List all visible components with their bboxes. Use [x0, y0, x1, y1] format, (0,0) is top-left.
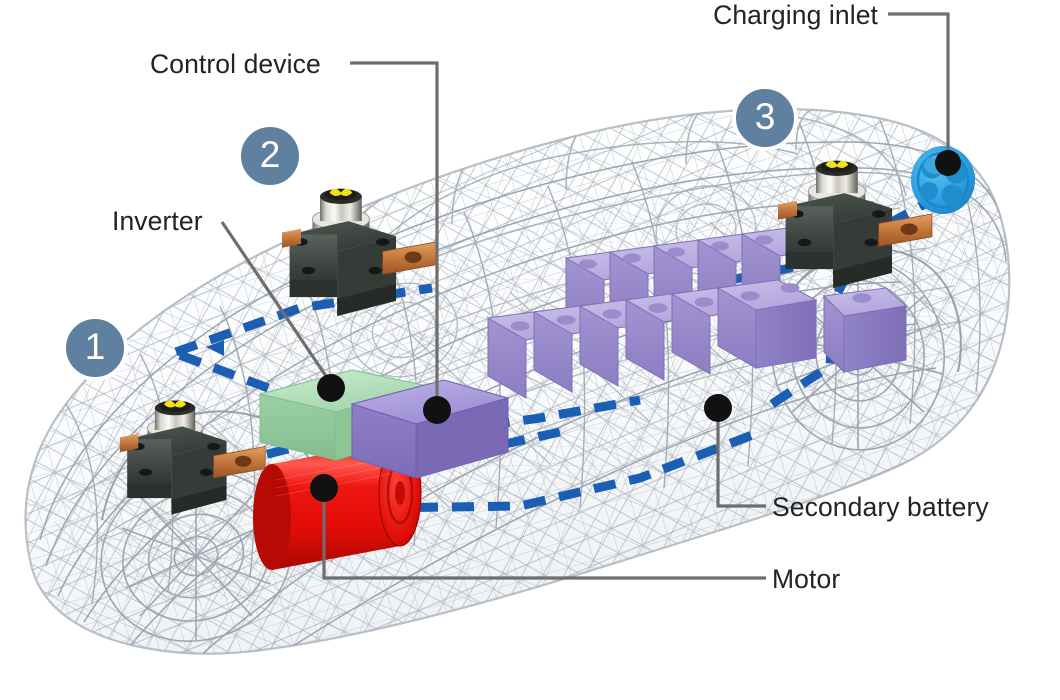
label-control-device: Control device	[150, 49, 321, 79]
badge-3[interactable]: 3	[732, 85, 798, 151]
badge-1[interactable]: 1	[62, 315, 128, 381]
leader-dot-control-device	[423, 396, 451, 424]
current-sensor-3[interactable]	[778, 160, 933, 289]
secondary-battery-pack[interactable]	[486, 225, 908, 399]
leader-inverter	[220, 221, 332, 383]
leader-secondary-battery	[716, 410, 766, 508]
current-sensor-2[interactable]	[282, 188, 437, 317]
label-motor: Motor	[772, 564, 841, 594]
battery-cell	[716, 279, 818, 369]
label-secondary-battery: Secondary battery	[772, 492, 989, 522]
leader-endpoint-dots	[310, 150, 961, 502]
motor-cylinder[interactable]	[253, 439, 422, 570]
inlet-pin	[920, 182, 938, 200]
leader-charging-inlet	[888, 12, 950, 162]
cable-arrow-marker	[206, 340, 224, 356]
leader-dot-secondary-battery	[704, 394, 732, 422]
leader-motor	[322, 490, 766, 580]
leader-control-device	[350, 61, 439, 400]
inlet-pin	[941, 184, 963, 206]
battery-cell	[822, 287, 908, 374]
label-charging-inlet: Charging inlet	[713, 0, 878, 30]
current-sensor-1[interactable]	[119, 400, 266, 515]
leader-dot-motor	[310, 474, 338, 502]
badge-2[interactable]: 2	[237, 123, 303, 189]
battery-cell-row-front	[486, 279, 908, 399]
label-inverter: Inverter	[112, 206, 203, 236]
leader-dot-inverter	[317, 374, 345, 402]
leader-dot-charging-inlet	[935, 150, 961, 176]
